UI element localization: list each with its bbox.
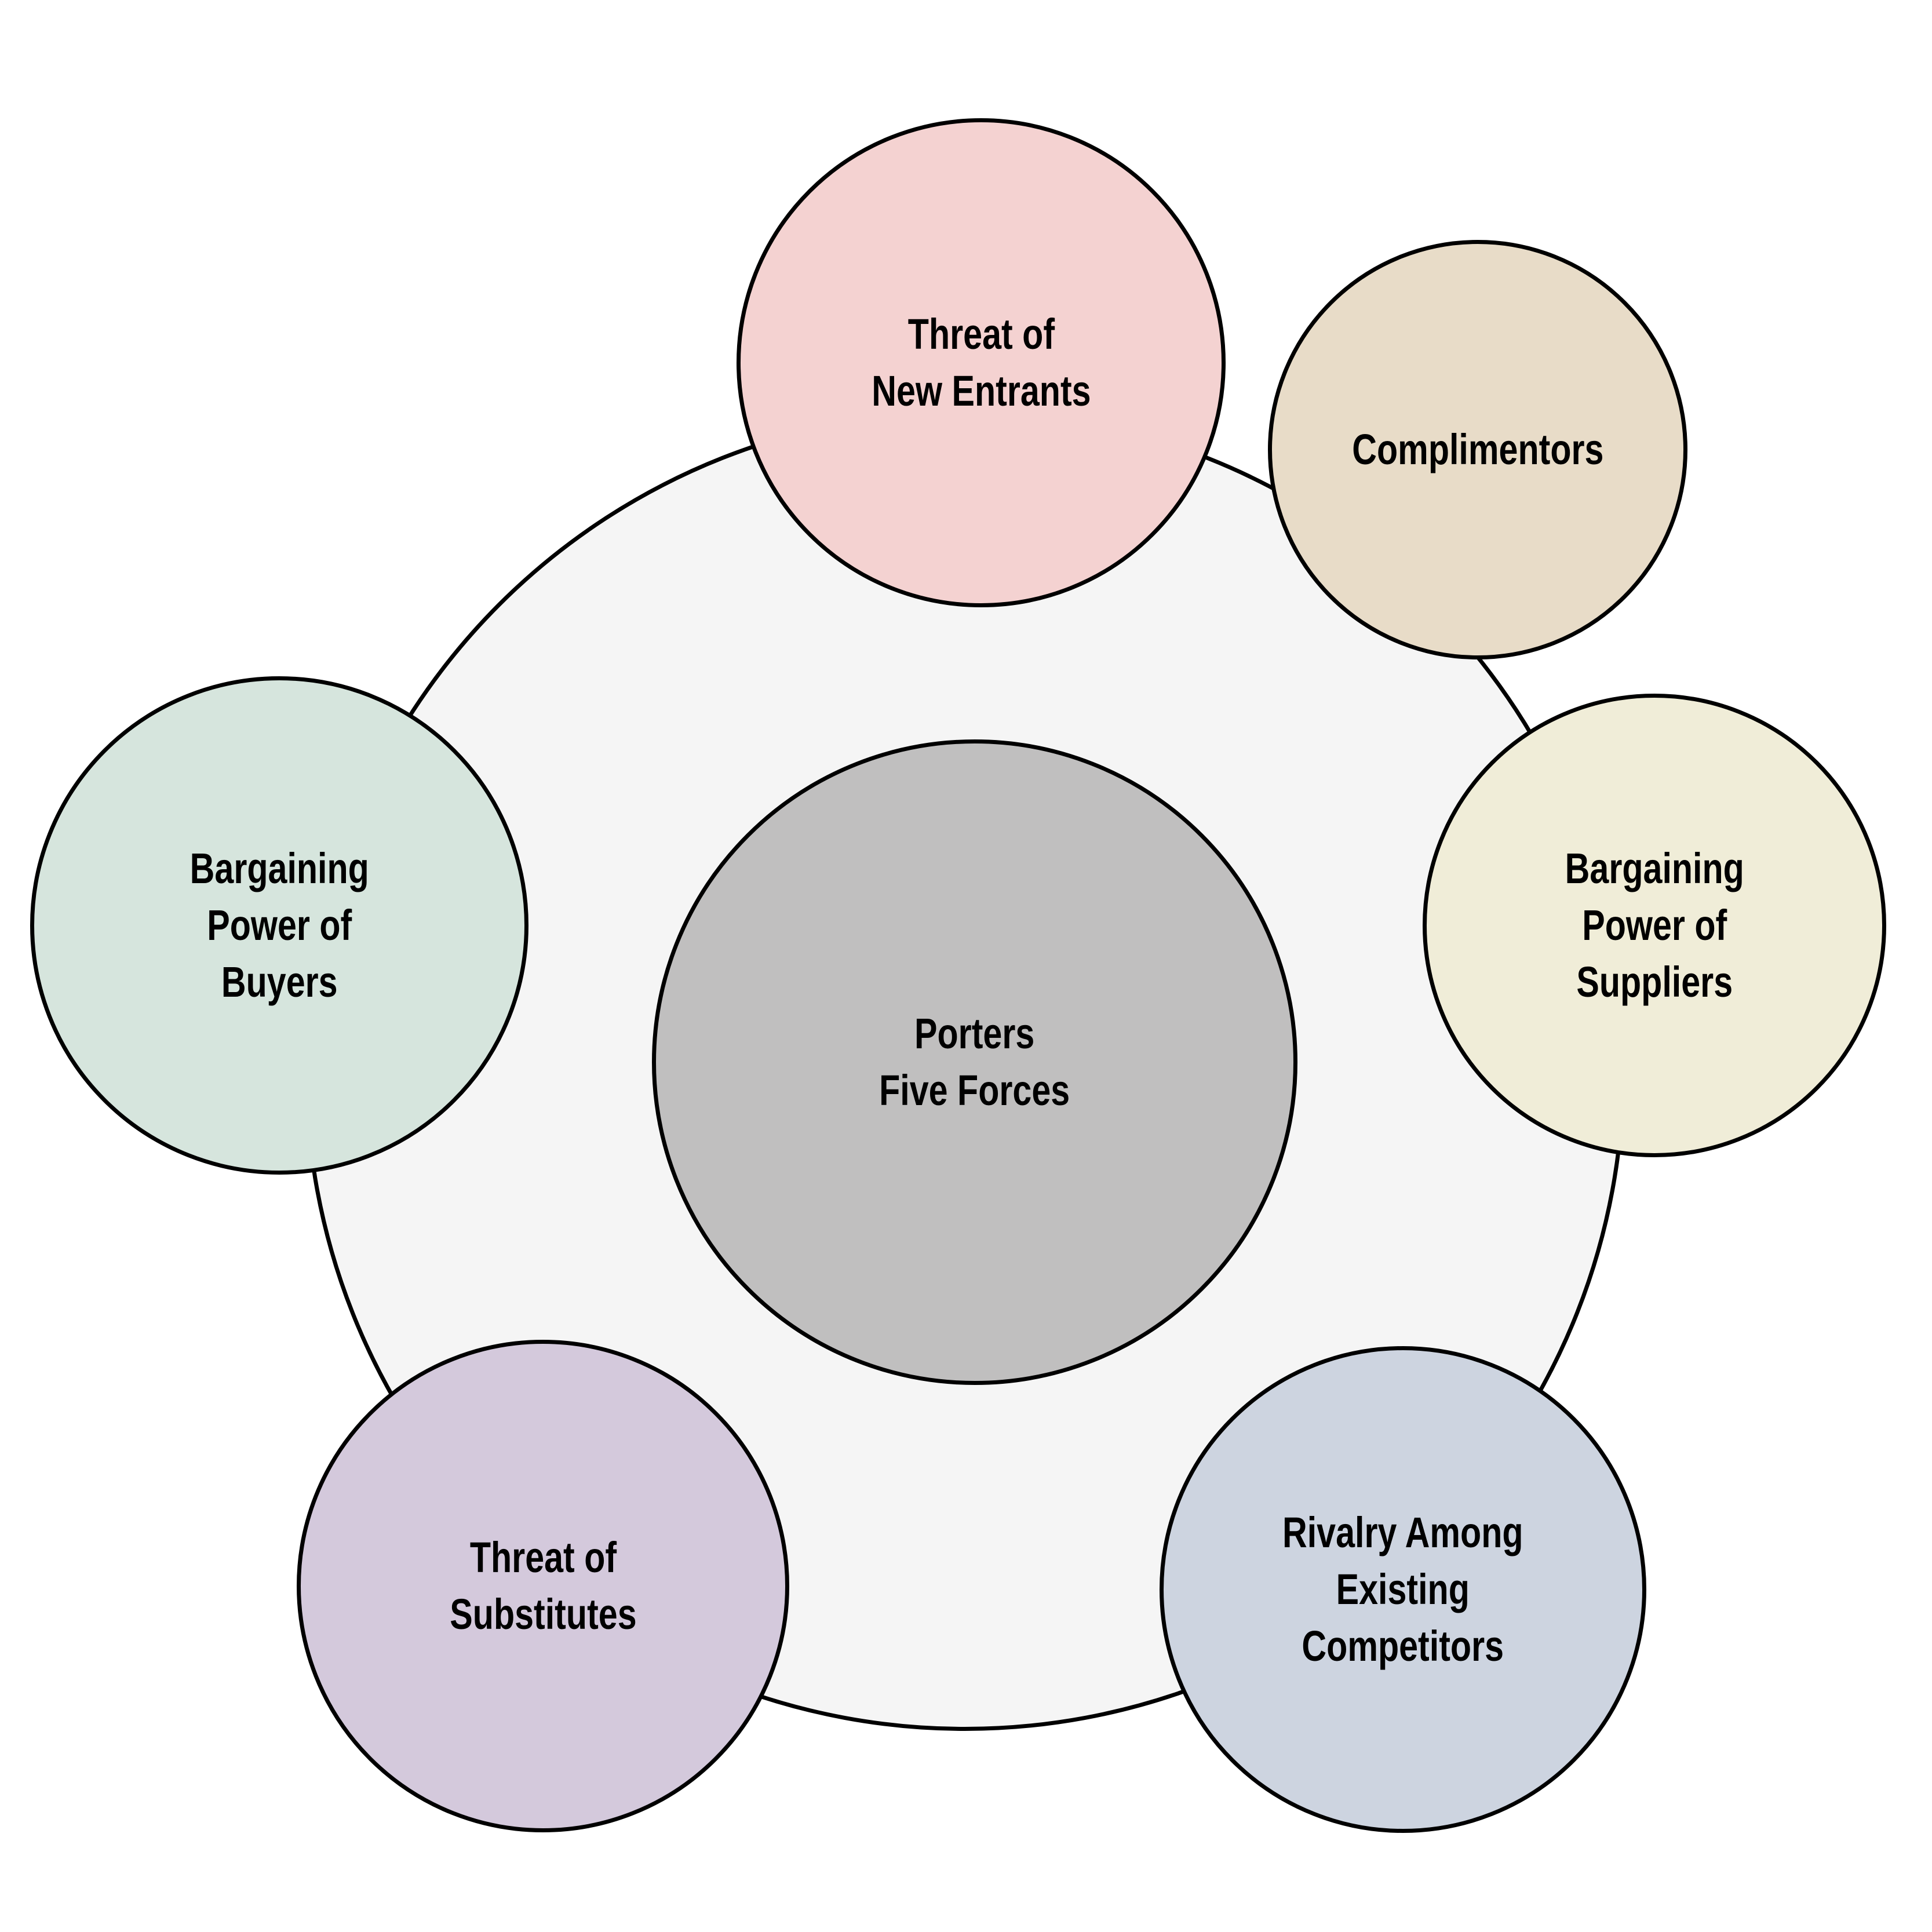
threat-of-new-entrants-label: Threat of New Entrants <box>871 310 1091 415</box>
complimentors-label: Complimentors <box>1351 425 1604 474</box>
circle-bargaining-power-of-suppliers: Bargaining Power of Suppliers <box>1423 694 1886 1157</box>
circle-bargaining-power-of-buyers: Bargaining Power of Buyers <box>30 676 528 1175</box>
bargaining-power-of-buyers-label: Bargaining Power of Buyers <box>189 844 369 1006</box>
bargaining-power-of-suppliers-label: Bargaining Power of Suppliers <box>1565 844 1744 1006</box>
rivalry-among-existing-competitors-label: Rivalry Among Existing Competitors <box>1282 1508 1523 1670</box>
center-circle-porters-five-forces: Porters Five Forces <box>652 739 1297 1385</box>
circle-threat-of-substitutes: Threat of Substitutes <box>297 1340 789 1832</box>
circle-threat-of-new-entrants: Threat of New Entrants <box>737 118 1226 607</box>
center-circle-label: Porters Five Forces <box>879 1009 1070 1114</box>
circle-rivalry-among-existing-competitors: Rivalry Among Existing Competitors <box>1160 1346 1646 1833</box>
circle-complimentors: Complimentors <box>1268 240 1687 659</box>
threat-of-substitutes-label: Threat of Substitutes <box>449 1533 637 1638</box>
